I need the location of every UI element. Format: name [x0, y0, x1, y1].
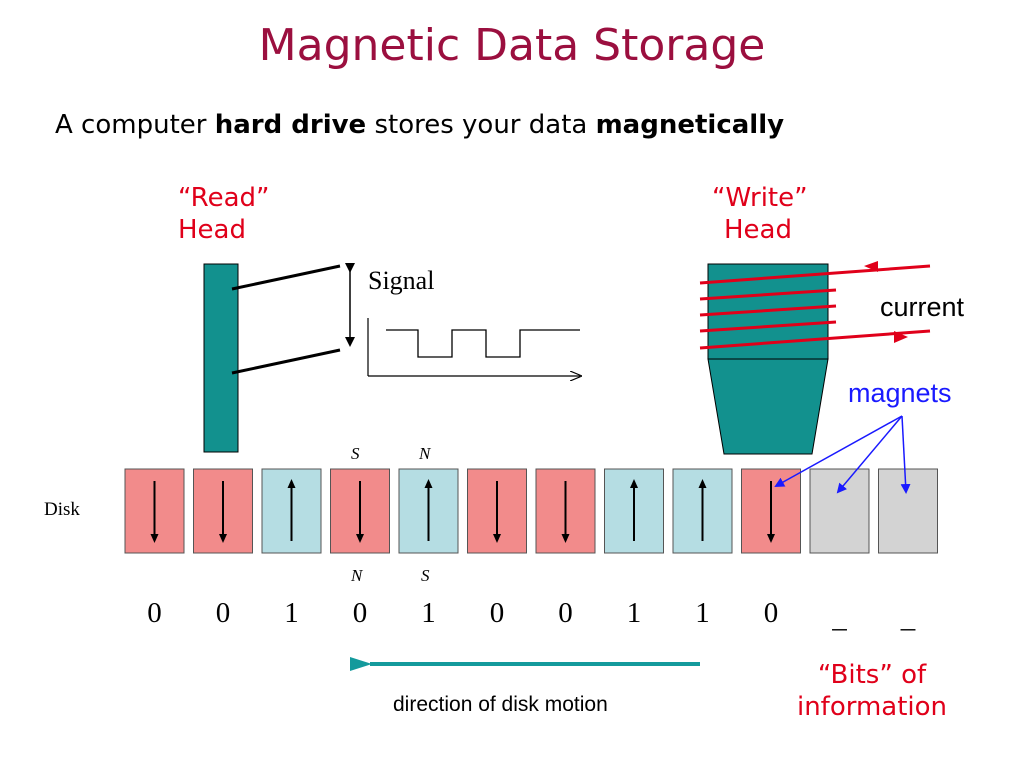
arrow-down-icon	[150, 534, 159, 543]
pole-label-top-s: S	[351, 444, 360, 463]
write-head-label: “Write” Head	[712, 182, 808, 246]
write-coil-wire-1	[699, 264, 931, 285]
bit-value: 0	[215, 597, 231, 629]
subtitle-part-1: A computer	[55, 110, 215, 140]
bit-value: 0	[763, 597, 779, 629]
arrow-down-icon	[767, 534, 775, 543]
bit-value: 1	[626, 597, 642, 629]
write-coil-wire-4	[699, 320, 837, 333]
bit-value: 0	[489, 597, 505, 629]
pole-label-bottom-n: N	[351, 566, 363, 585]
bit-value: 1	[284, 597, 299, 629]
disk-bit-cell	[878, 468, 938, 554]
read-head-lead-top	[231, 264, 341, 291]
read-head-label: “Read” Head	[178, 182, 269, 246]
subtitle-bold-2: magnetically	[595, 110, 785, 140]
write-coil-wire-2	[699, 288, 837, 301]
write-head-line-2: Head	[724, 215, 792, 245]
pole-label-bottom-s: S	[421, 566, 430, 585]
write-head-line-1: “Write”	[712, 183, 808, 213]
arrow-down-icon	[493, 534, 501, 543]
current-in-arrow-icon	[864, 261, 878, 272]
read-head-bar	[203, 263, 239, 453]
bit-value: 0	[558, 597, 573, 629]
arrow-down-icon	[356, 534, 364, 543]
subtitle: A computer hard drive stores your data m…	[55, 110, 784, 140]
magnets-pointer-1	[774, 415, 903, 487]
current-label: current	[880, 292, 965, 322]
bit-value: 1	[695, 597, 710, 629]
disk-motion-label: direction of disk motion	[393, 693, 608, 716]
subtitle-part-2: stores your data	[366, 110, 596, 140]
bits-info-line-2: information	[796, 692, 948, 722]
bits-info-line-1: “Bits” of	[817, 660, 927, 690]
bit-value: _	[900, 602, 916, 634]
page-title: Magnetic Data Storage	[258, 20, 766, 71]
signal-label: Signal	[368, 266, 435, 295]
bits-of-information-label: “Bits” of information	[780, 659, 964, 723]
pole-label-top-n: N	[419, 444, 431, 463]
bit-value: 1	[421, 597, 436, 629]
signal-waveform	[386, 329, 580, 358]
magnets-pointer-3	[900, 415, 911, 494]
arrow-up-icon	[424, 479, 433, 488]
arrow-up-icon	[630, 479, 638, 488]
disk-bit-cell	[809, 468, 870, 554]
write-coil-wire-3	[699, 304, 837, 317]
bit-value: _	[832, 602, 847, 634]
arrow-up-icon	[287, 479, 296, 488]
arrow-up-icon	[698, 479, 707, 488]
disk-label: Disk	[44, 499, 80, 520]
disk-cells	[124, 468, 938, 554]
read-head-line-1: “Read”	[178, 183, 270, 213]
subtitle-bold-1: hard drive	[214, 110, 367, 140]
read-head-lead-bottom	[231, 348, 341, 375]
arrow-down-icon	[219, 534, 227, 543]
bit-value: 0	[352, 597, 368, 629]
read-head-line-2: Head	[178, 215, 246, 245]
write-coil-wire-5	[699, 329, 931, 350]
write-head-taper	[707, 358, 829, 455]
arrow-down-icon	[561, 534, 570, 543]
magnets-label: magnets	[848, 378, 952, 408]
bit-value: 0	[147, 597, 162, 629]
magnets-pointer-2	[836, 415, 903, 494]
current-out-arrow-icon	[894, 331, 908, 343]
